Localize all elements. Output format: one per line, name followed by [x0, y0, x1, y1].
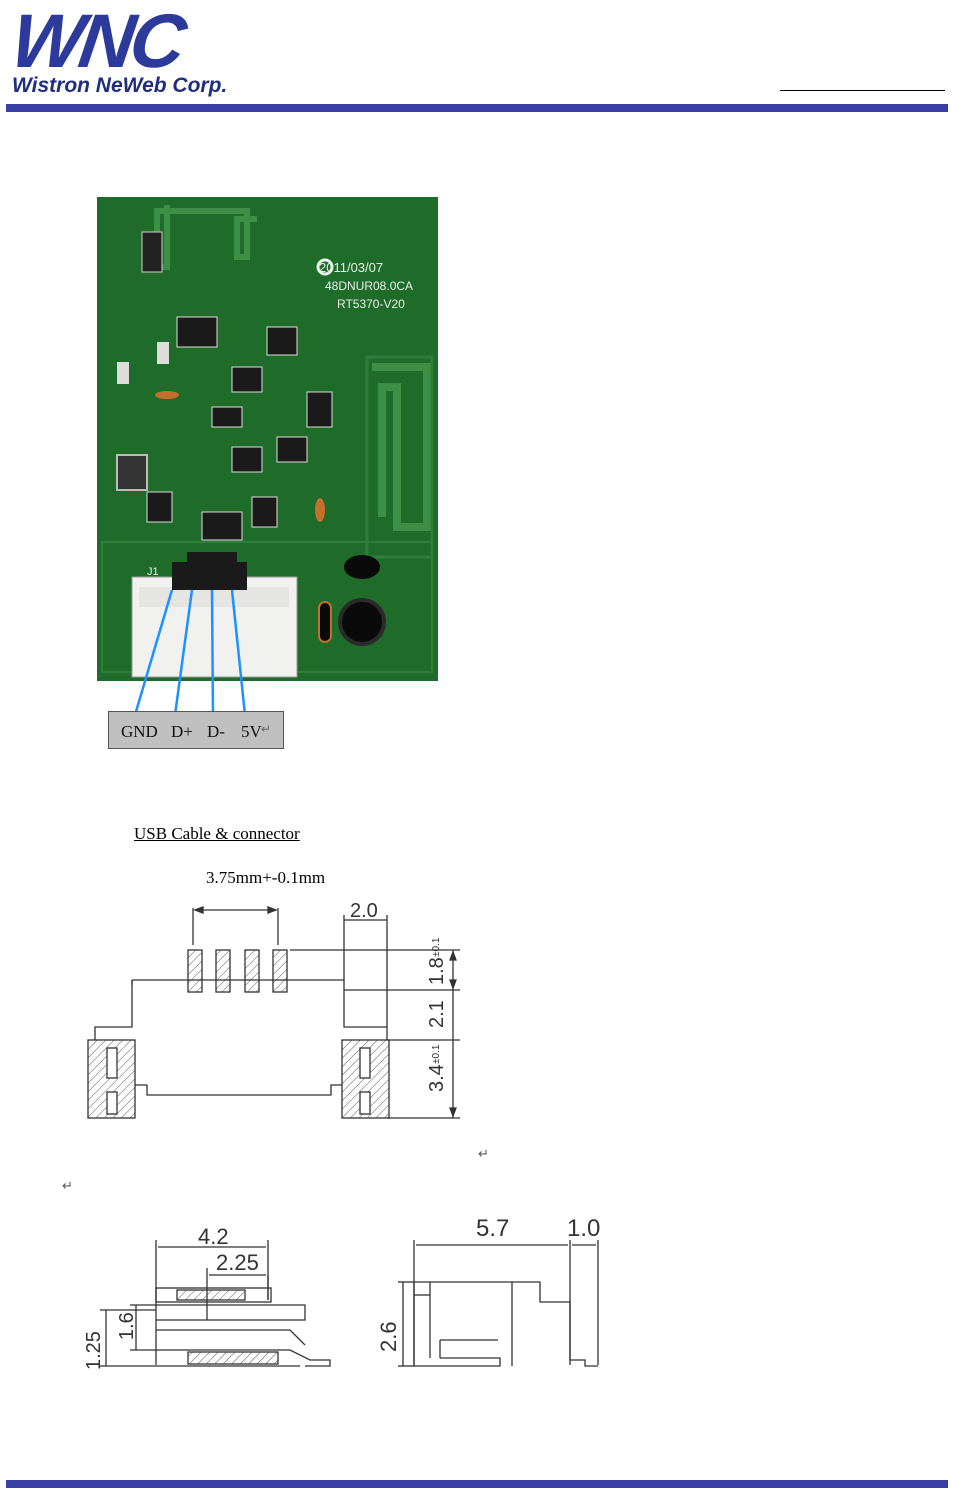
dim-1-8-tol: ±0.1 [431, 937, 442, 957]
dim-5-7: 5.7 [476, 1215, 509, 1242]
dim-2-0: 2.0 [350, 900, 378, 922]
dim-2-25: 2.25 [216, 1250, 259, 1275]
dim-4-2: 4.2 [198, 1224, 229, 1249]
dim-3-4-tol: ±0.1 [431, 1044, 442, 1064]
dim-1-8: 1.8 [426, 957, 448, 985]
dim-1-6: 1.6 [116, 1312, 138, 1340]
dim-1-0: 1.0 [567, 1215, 600, 1242]
dim-3-4: 3.4 [426, 1064, 448, 1092]
connector-front-drawing [100, 1240, 330, 1366]
dim-2-6: 2.6 [376, 1321, 401, 1352]
connector-side-drawing [398, 1240, 598, 1366]
dim-1-25: 1.25 [83, 1331, 105, 1370]
footer-divider [6, 1480, 948, 1488]
dim-2-1: 2.1 [426, 1000, 448, 1028]
